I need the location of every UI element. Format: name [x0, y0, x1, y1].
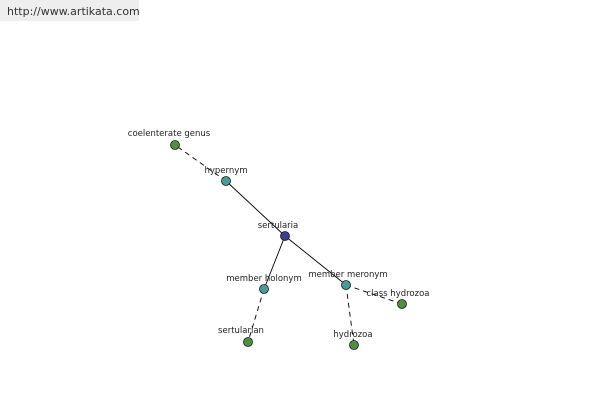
labels-layer: sertularia hypernym coelenterate genus memb…: [128, 129, 430, 340]
node-label-member-meronym[interactable]: member meronym: [308, 270, 387, 280]
edge-sertularia-to-member-holonym: [263, 235, 286, 290]
source-bar: http://www.artikata.com: [0, 0, 140, 21]
node-sertularian[interactable]: [243, 337, 253, 347]
node-class-hydrozoa[interactable]: [397, 299, 407, 309]
node-hypernym[interactable]: [221, 176, 231, 186]
edge-hypernym-to-coelenterate-genus: [174, 144, 227, 182]
edge-member-holonym-to-sertularian: [247, 288, 265, 343]
node-label-member-holonym[interactable]: member holonym: [226, 274, 301, 284]
node-hydrozoa[interactable]: [349, 340, 359, 350]
node-label-hydrozoa[interactable]: hydrozoa: [333, 330, 372, 340]
nodes-layer: [170, 140, 407, 350]
edges-layer: [174, 144, 403, 346]
edge-member-meronym-to-hydrozoa: [345, 284, 355, 346]
edge-sertularia-to-member-meronym: [284, 235, 347, 286]
node-label-sertularian[interactable]: sertularian: [218, 326, 264, 336]
edge-member-meronym-to-class-hydrozoa: [345, 284, 403, 305]
node-coelenterate-genus[interactable]: [170, 140, 180, 150]
edge-sertularia-to-hypernym: [225, 180, 286, 237]
node-label-class-hydrozoa[interactable]: class hydrozoa: [367, 289, 430, 299]
node-label-coelenterate-genus[interactable]: coelenterate genus: [128, 129, 211, 139]
node-label-hypernym[interactable]: hypernym: [204, 166, 247, 176]
source-url-link[interactable]: http://www.artikata.com: [7, 5, 140, 18]
node-member-meronym[interactable]: [341, 280, 351, 290]
node-label-sertularia[interactable]: sertularia: [258, 221, 299, 231]
node-member-holonym[interactable]: [259, 284, 269, 294]
node-sertularia[interactable]: [280, 231, 290, 241]
